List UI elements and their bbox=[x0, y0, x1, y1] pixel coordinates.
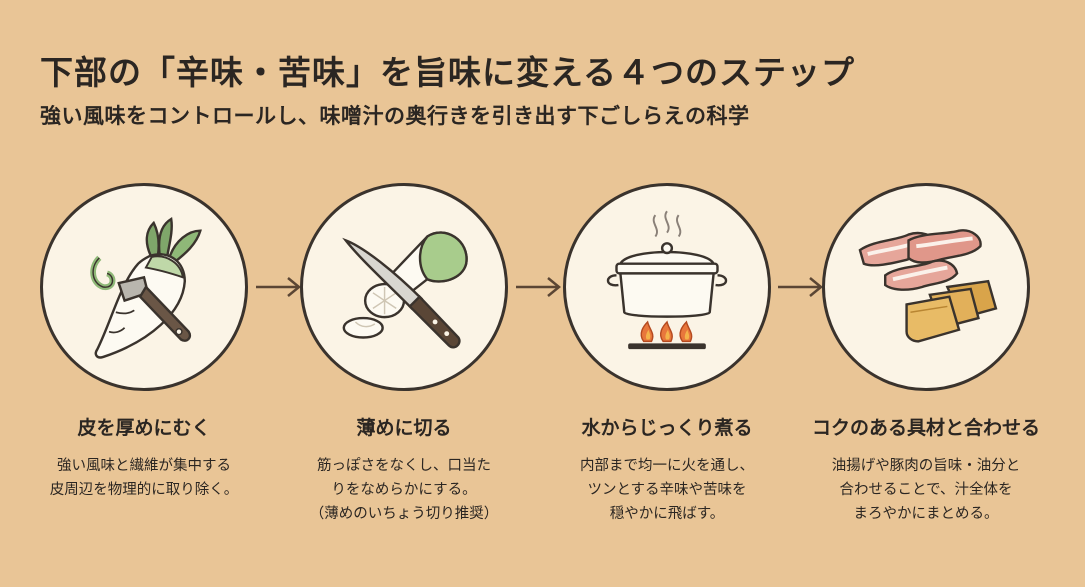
step-4-title: コクのある具材と合わせる bbox=[811, 417, 1040, 439]
step-4-line-2: 合わせることで、汁全体を bbox=[839, 482, 1013, 498]
step-2-line-3: （薄めのいちょう切り推奨） bbox=[309, 506, 499, 522]
step-1-title: 皮を厚めにむく bbox=[77, 417, 211, 439]
arrow-right-icon bbox=[516, 277, 561, 297]
arrow-right-icon bbox=[256, 277, 301, 297]
step-3-line-2: ツンとする辛味や苦味を bbox=[587, 482, 747, 498]
step-2-line-1: 筋っぽさをなくし、口当た bbox=[317, 458, 491, 474]
step-2-description: 筋っぽさをなくし、口当た りをなめらかにする。 （薄めのいちょう切り推奨） bbox=[274, 454, 534, 526]
knife-slicing-icon bbox=[342, 231, 468, 349]
step-1-illustration bbox=[40, 183, 248, 391]
page-title: 下部の「辛味・苦味」を旨味に変える４つのステップ bbox=[40, 53, 856, 92]
step-3-line-3: 穏やかに飛ばす。 bbox=[609, 506, 725, 522]
pork-and-fried-tofu-icon bbox=[858, 229, 998, 343]
step-4-illustration bbox=[822, 183, 1030, 391]
step-2-title: 薄めに切る bbox=[356, 417, 452, 439]
step-3-line-1: 内部まで均一に火を通し、 bbox=[580, 458, 754, 474]
arrow-right-icon bbox=[778, 277, 823, 297]
step-1-line-1: 強い風味と繊維が集中する bbox=[57, 458, 231, 474]
step-2-line-2: りをなめらかにする。 bbox=[331, 482, 477, 498]
step-3-illustration bbox=[563, 183, 771, 391]
step-1-description: 強い風味と繊維が集中する 皮周辺を物理的に取り除く。 bbox=[14, 454, 274, 502]
step-4-line-3: まろやかにまとめる。 bbox=[853, 506, 999, 522]
step-4-line-1: 油揚げや豚肉の旨味・油分と bbox=[831, 458, 1021, 474]
step-3-description: 内部まで均一に火を通し、 ツンとする辛味や苦味を 穏やかに飛ばす。 bbox=[537, 454, 797, 526]
step-4-description: 油揚げや豚肉の旨味・油分と 合わせることで、汁全体を まろやかにまとめる。 bbox=[796, 454, 1056, 526]
page-subtitle: 強い風味をコントロールし、味噌汁の奥行きを引き出す下ごしらえの科学 bbox=[40, 104, 750, 128]
daikon-peeler-icon bbox=[90, 217, 202, 359]
step-1-line-2: 皮周辺を物理的に取り除く。 bbox=[49, 482, 239, 498]
step-3-title: 水からじっくり煮る bbox=[581, 417, 753, 439]
step-2-illustration bbox=[300, 183, 508, 391]
pot-on-stove-icon bbox=[606, 210, 728, 350]
